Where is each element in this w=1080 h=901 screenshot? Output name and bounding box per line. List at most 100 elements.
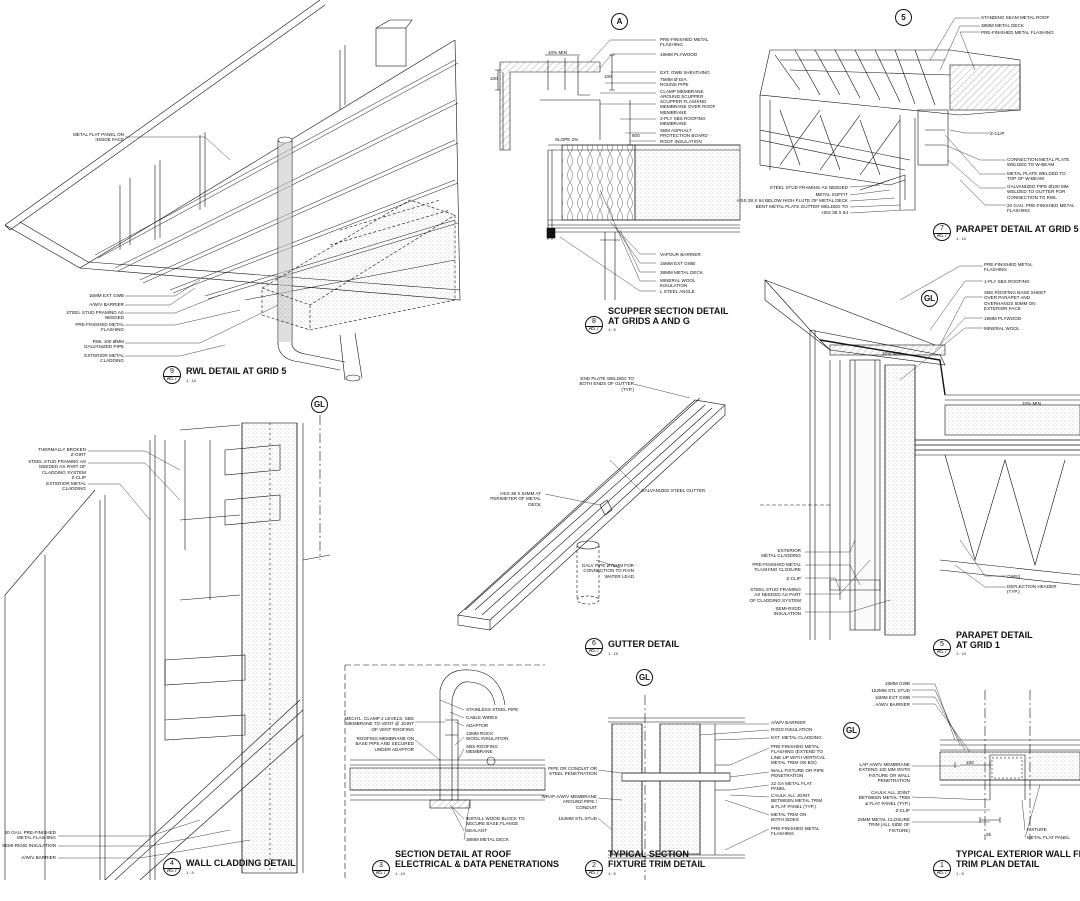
leader-lines <box>58 17 1041 859</box>
dim-label: SLOPE 2% <box>555 137 579 142</box>
note: EXTERIOR METAL CLADDING <box>46 481 86 492</box>
note: SBS ROOFING MEMBRANE <box>466 744 498 755</box>
dim-label: 100 <box>490 76 498 81</box>
note: STEEL STUD FRAMING AS NEEDED <box>66 310 124 321</box>
note: THERMALLY BROKEN Z-GIRT <box>38 447 86 458</box>
note: MECH'L. CLAMP 2 LEVELS, SBS MEMBRANE TO … <box>344 716 414 732</box>
note: MINERAL WOOL <box>984 326 1020 331</box>
detail-title: SCUPPER SECTION DETAIL AT GRIDS A AND G <box>608 306 729 326</box>
detail-3-roofpen-drawing <box>344 664 546 880</box>
detail-title: SECTION DETAIL AT ROOF ELECTRICAL & DATA… <box>395 849 559 869</box>
note: SEMI-RIGID INSULATION <box>773 606 801 617</box>
detail-scale: 1 : 10 <box>608 651 619 656</box>
note: EXTERIOR METAL CLADDING <box>84 353 124 364</box>
note: GALV PIPE Ø75MM FOR CONNECTION TO RAIN W… <box>581 563 634 579</box>
note: RWL 100 ØMM GALVANIZED PIPE <box>83 339 124 350</box>
note: SEMI-RIGID INSULATION <box>1 843 56 848</box>
note: ADAPTOR <box>466 723 489 728</box>
grid-bubble-gl-fixture: GL <box>636 669 653 686</box>
note: PRE-FINISHED METAL FLASHING CLOSURE <box>752 562 801 573</box>
note: STEEL STUD FRAMING AS NEEDED AS PART OF … <box>28 459 86 481</box>
note: CONNECTION METAL PLATE WELDED TO W-BEAM <box>1007 157 1070 168</box>
detail-title: WALL CLADDING DETAIL <box>186 858 296 868</box>
note: WRAP A/W/V MEMBRANE AROUND PIPE / CONDUI… <box>541 794 597 810</box>
note: CAULK ALL JOINT BETWEEN METAL TRIM & FLA… <box>858 790 910 806</box>
note: 38MM METAL DECK <box>981 23 1024 28</box>
detail-title: GUTTER DETAIL <box>608 639 680 649</box>
note: OWSJ <box>1007 574 1021 579</box>
detail-scale: 1 : 10 <box>956 236 967 241</box>
detail-scale: 1 : 10 <box>956 651 967 656</box>
note: 16MM GWB <box>884 681 910 686</box>
note: 22 GA METAL FLAT PANEL <box>771 781 813 792</box>
note: Z-CLIP <box>786 576 801 581</box>
detail-scale: 1 : 10 <box>395 871 406 876</box>
note: CABLE WIRES <box>466 715 498 720</box>
note: STANDING SEAM METAL ROOF <box>981 15 1050 20</box>
detail-scale: 1 : 5 <box>608 327 616 332</box>
note: 20 GAU. PRE-FINISHED METAL FLASHING <box>4 830 56 841</box>
note: 152MM STL STUD <box>871 688 910 693</box>
note: ROOF INSULATION <box>660 139 702 144</box>
dim-label: 600 <box>632 133 640 138</box>
dim-label: 100 <box>966 760 974 765</box>
detail-scale: 1 : 5 <box>186 870 194 875</box>
dim-label: 10% MIN <box>1022 401 1041 406</box>
note: 25MM METAL CLOSURE TRIM (ALL SIDE OF FIX… <box>857 817 910 833</box>
note: SBM ASPHALT PROTECTION BOARD <box>660 128 708 139</box>
detail-5-parapet-drawing <box>760 279 1080 640</box>
detail-scale: 1 : 10 <box>186 378 197 383</box>
grid-bubble-a: A <box>611 13 628 30</box>
note: HSS 38 X 64 BELOW HIGH FLUTE OF METAL DE… <box>737 198 848 203</box>
note: STEEL STUD FRAMING AS NEEDED <box>769 185 848 190</box>
note: METAL FLAT PANEL <box>1027 835 1070 840</box>
note: BENT METAL PLATE GUTTER WELDED TO <box>755 204 848 209</box>
note: HSS 38 X 64MM AT PERIMETER OF METAL DECK <box>490 491 541 507</box>
dim-label: 25 <box>986 832 992 837</box>
note: DEFLECTION HEADER (TYP.) <box>1007 584 1057 595</box>
dim-label: 10% MIN <box>882 351 901 356</box>
note: L STEEL ANGLE <box>660 289 695 294</box>
detail-8-scupper-drawing <box>495 54 741 300</box>
note: ROOFING MEMBRANE ON BASE PIPE AND SECURE… <box>355 736 414 752</box>
note: STAINLESS STEEL PIPE <box>466 707 519 712</box>
note: 19MM PLYWOOD <box>984 316 1022 321</box>
note: METAL TRIM ON BOTH SIDES <box>771 812 807 823</box>
detail-title: TYPICAL EXTERIOR WALL FIXTURE TRIM PLAN … <box>956 849 1080 869</box>
detail-2-fixture-drawing <box>608 695 745 880</box>
note: A/W/V BARRIER <box>875 702 910 707</box>
note: Z-CLIP <box>895 808 910 813</box>
detail-title: TYPICAL SECTION FIXTURE TRIM DETAIL <box>608 849 706 869</box>
note: 13MM ROCK WOOL INSULATION <box>466 731 509 742</box>
detail-7-parapet-drawing <box>759 49 1021 211</box>
grid-bubble-gl-parapet: GL <box>921 290 938 307</box>
detail-scale: 1 : 5 <box>608 871 616 876</box>
note: MINERAL WOOL INSULATION <box>660 278 696 289</box>
note: PRE-FINISHED METAL FLASHING <box>75 322 124 333</box>
note: EXTERIOR METAL CLADDING <box>761 548 801 559</box>
dim-label: 10% MIN <box>548 50 567 55</box>
detail-4-wallclad-drawing <box>4 415 331 881</box>
note: METAL FLAT PANEL ON INSIDE FACE <box>73 132 124 143</box>
note: A/W/V BARRIER <box>21 855 56 860</box>
note: SCUPPER FLASHING MEMBRANE OVER ROOF MEMB… <box>660 99 716 115</box>
note: PRE-FINISHED METAL FLASHING <box>771 826 820 837</box>
note: A/W/V BARRIER <box>89 302 124 307</box>
detail-scale: 1 : 5 <box>956 871 964 876</box>
grid-bubble-5: 5 <box>895 9 912 26</box>
note: END PLATE WELDED TO BOTH ENDS OF GUTTER … <box>579 376 634 392</box>
note: 20 GAU. PRE-FINISHED METAL FLASHING <box>1007 203 1075 214</box>
detail-title: PARAPET DETAIL AT GRID 5 <box>956 224 1079 234</box>
note: 75MM Ø DIA. ROUND PIPE <box>660 77 689 88</box>
note: PRE-FINISHED METAL FLASHING (EXTEND TO L… <box>771 744 826 766</box>
note: Z-CLIP <box>990 131 1005 136</box>
note: PRE-FINISHED METAL FLASHING <box>660 37 709 48</box>
note: 152MM STL STUD <box>558 816 597 821</box>
note: CAULK ALL JOINT BETWEEN METAL TRIM & FLA… <box>771 793 823 809</box>
note: PRE-FINISHED METAL FLASHING <box>981 30 1054 35</box>
dim-label: 100 <box>604 74 612 79</box>
note: 38MM METAL DECK <box>660 270 703 275</box>
note: METAL PLATE WELDED TO TOP OF W-BEAM <box>1007 171 1066 182</box>
note: STEEL STUD FRAMING AS NEEDED AS PART OF … <box>749 587 801 603</box>
